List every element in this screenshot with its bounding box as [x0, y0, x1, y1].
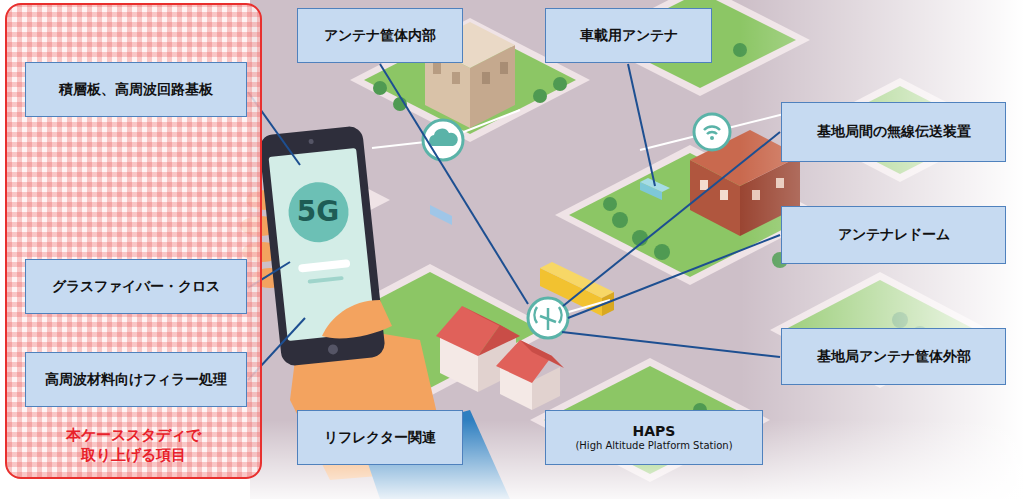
leader-line: [248, 64, 780, 380]
box-subtitle: (High Altitude Platform Station): [575, 440, 732, 453]
application-box: グラスファイバー・クロス: [25, 259, 247, 314]
box-label: アンテナレドーム: [838, 226, 950, 244]
focus-panel: 本ケーススタディで 取り上げる項目 積層板、高周波回路基板グラスファイバー・クロス…: [5, 3, 262, 479]
application-box: HAPS(High Altitude Platform Station): [545, 410, 763, 465]
application-box: リフレクター関連: [297, 410, 463, 465]
application-box: 積層板、高周波回路基板: [25, 62, 247, 117]
box-label: 車載用アンテナ: [580, 27, 678, 45]
application-box: 基地局間の無線伝送装置: [781, 102, 1006, 162]
application-box: 高周波材料向けフィラー処理: [25, 352, 247, 407]
screen-logo-text: 5G: [278, 195, 358, 229]
box-label: 基地局アンテナ筐体外部: [817, 348, 971, 366]
box-label: 高周波材料向けフィラー処理: [45, 371, 227, 389]
box-label: HAPS: [633, 423, 676, 441]
application-box: アンテナ筐体内部: [297, 8, 463, 63]
box-label: 基地局間の無線伝送装置: [817, 123, 971, 141]
panel-caption: 本ケーススタディで 取り上げる項目: [62, 425, 206, 466]
box-label: リフレクター関連: [324, 429, 436, 447]
box-label: 積層板、高周波回路基板: [59, 81, 213, 99]
box-label: グラスファイバー・クロス: [52, 278, 220, 296]
box-label: アンテナ筐体内部: [324, 27, 436, 45]
application-box: アンテナレドーム: [781, 206, 1006, 264]
application-box: 基地局アンテナ筐体外部: [781, 328, 1006, 385]
application-box: 車載用アンテナ: [545, 8, 712, 63]
